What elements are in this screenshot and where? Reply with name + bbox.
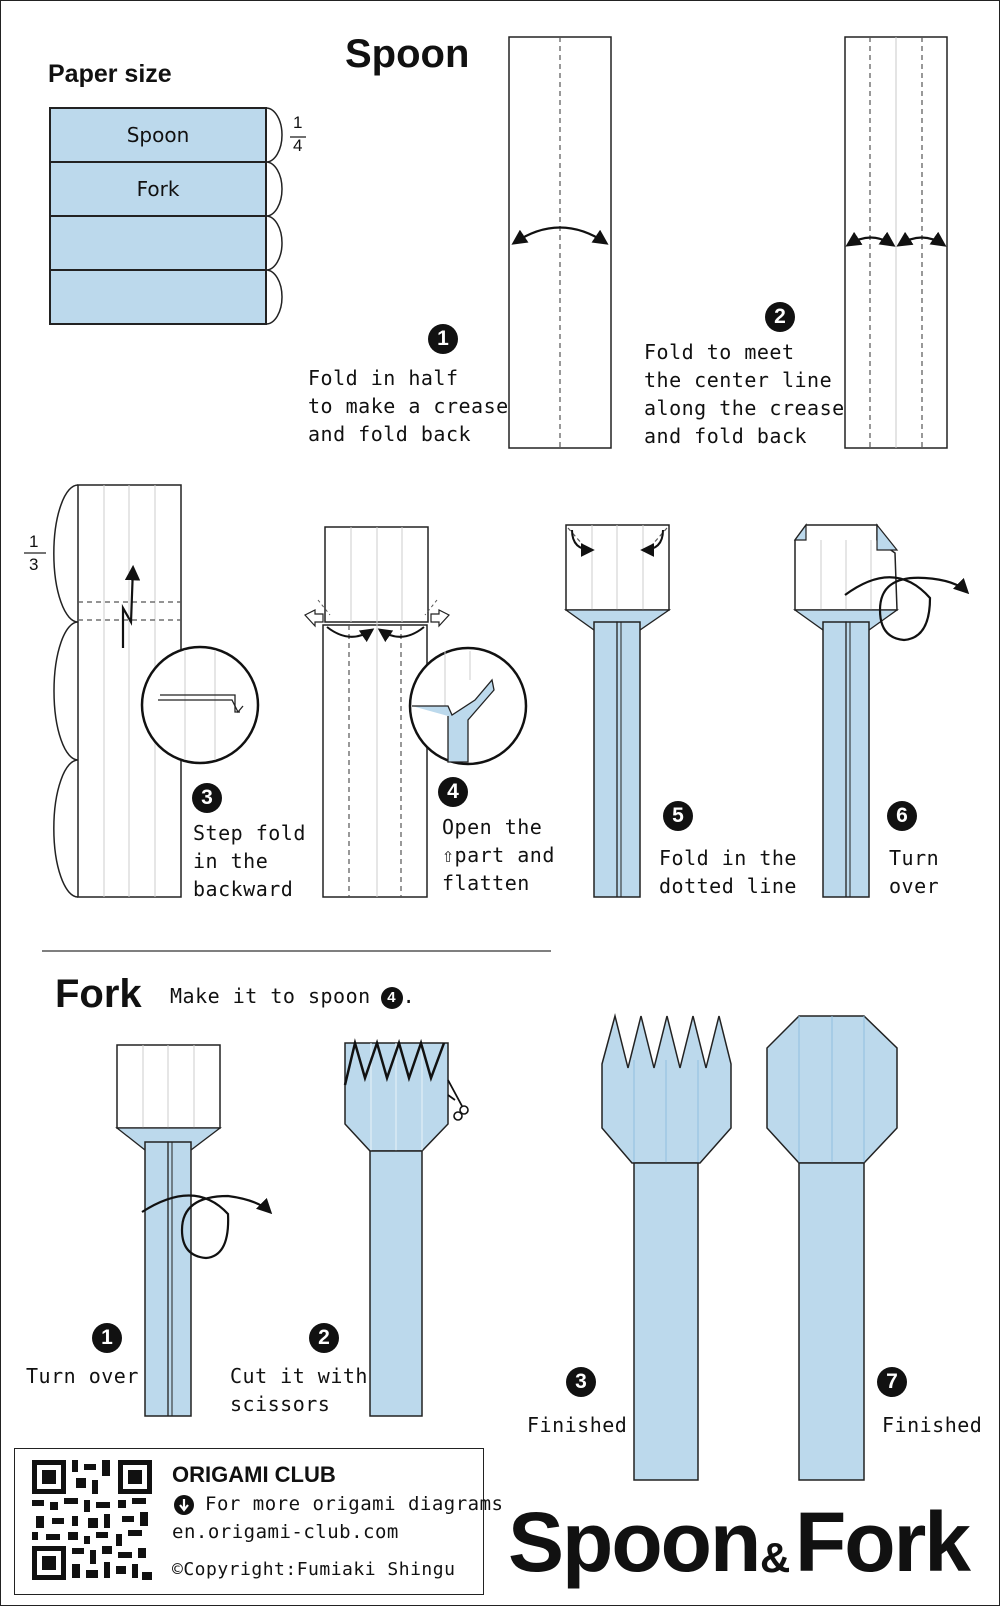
main-title-spoon: Spoon: [508, 1495, 761, 1589]
fraction-third-numerator: 1: [29, 532, 39, 551]
main-title-amp: &: [760, 1534, 791, 1581]
paper-size-diagram: [49, 107, 306, 325]
fraction-quarter-numerator: 1: [293, 113, 303, 132]
spoon-finished-diagram: [766, 1015, 898, 1481]
spoon-step-3-diagram: [24, 484, 260, 898]
fork-step-3-text: Finished: [527, 1413, 628, 1437]
footer-copyright: ©Copyright:Fumiaki Shingu: [172, 1559, 456, 1580]
spoon-step-4-diagram: [304, 526, 528, 898]
fork-section-title: Fork: [55, 972, 142, 1016]
fork-step-1-text: Turn over: [26, 1364, 139, 1388]
spoon-step-6-badge: 6: [887, 801, 917, 831]
main-title-fork: Fork: [795, 1495, 971, 1589]
spoon-section-title: Spoon: [345, 32, 470, 76]
down-arrow-circle-icon: [174, 1495, 194, 1515]
fork-note-step-badge: 4: [380, 987, 403, 1009]
fork-step-1-diagram: [115, 1044, 273, 1417]
footer-website-link[interactable]: en.origami-club.com: [172, 1521, 399, 1543]
paper-label-spoon: Spoon: [126, 123, 190, 147]
fork-finished-diagram: [601, 1013, 732, 1481]
fork-step-2-diagram: [343, 1038, 469, 1417]
spoon-step-3-badge: 3: [192, 783, 222, 813]
fraction-quarter-denominator: 4: [293, 136, 303, 155]
fork-step-3-badge: 3: [566, 1367, 596, 1397]
footer-box: [14, 1448, 484, 1595]
fork-note: Make it to spoon 4.: [170, 982, 415, 1010]
spoon-step-4-badge: 4: [438, 777, 468, 807]
fork-step-1-badge: 1: [92, 1323, 122, 1353]
spoon-step-5-diagram: [563, 524, 672, 898]
fork-note-text: Make it to spoon: [170, 984, 371, 1008]
spoon-step-6-text: Turn over: [889, 846, 940, 898]
paper-size-title: Paper size: [48, 60, 172, 88]
spoon-step-7-text: Finished: [882, 1413, 983, 1437]
footer-brand: ORIGAMI CLUB: [172, 1462, 336, 1487]
scissors-icon: [447, 1079, 469, 1121]
footer-more-link[interactable]: For more origami diagrams: [205, 1493, 504, 1515]
paper-label-fork: Fork: [136, 177, 180, 201]
spoon-step-1-diagram: [508, 36, 612, 449]
spoon-step-4-text: Open the ⇧part and flatten: [442, 815, 555, 895]
fork-note-end: .: [402, 984, 416, 1008]
spoon-step-5-text: Fold in the dotted line: [659, 846, 797, 898]
spoon-step-2-badge: 2: [765, 302, 795, 332]
spoon-step-1-text: Fold in half to make a crease and fold b…: [308, 366, 509, 446]
spoon-step-7-badge: 7: [877, 1367, 907, 1397]
spoon-step-3-text: Step fold in the backward: [193, 821, 306, 901]
spoon-step-2-diagram: [844, 36, 948, 449]
spoon-step-5-badge: 5: [663, 801, 693, 831]
qr-code-icon: [32, 1460, 152, 1580]
fork-step-2-text: Cut it with scissors: [230, 1364, 368, 1416]
spoon-step-1-badge: 1: [428, 324, 458, 354]
fork-step-2-badge: 2: [309, 1323, 339, 1353]
spoon-step-2-text: Fold to meet the center line along the c…: [644, 340, 845, 448]
spoon-step-6-diagram: [792, 523, 970, 898]
fraction-third-denominator: 3: [29, 555, 39, 574]
